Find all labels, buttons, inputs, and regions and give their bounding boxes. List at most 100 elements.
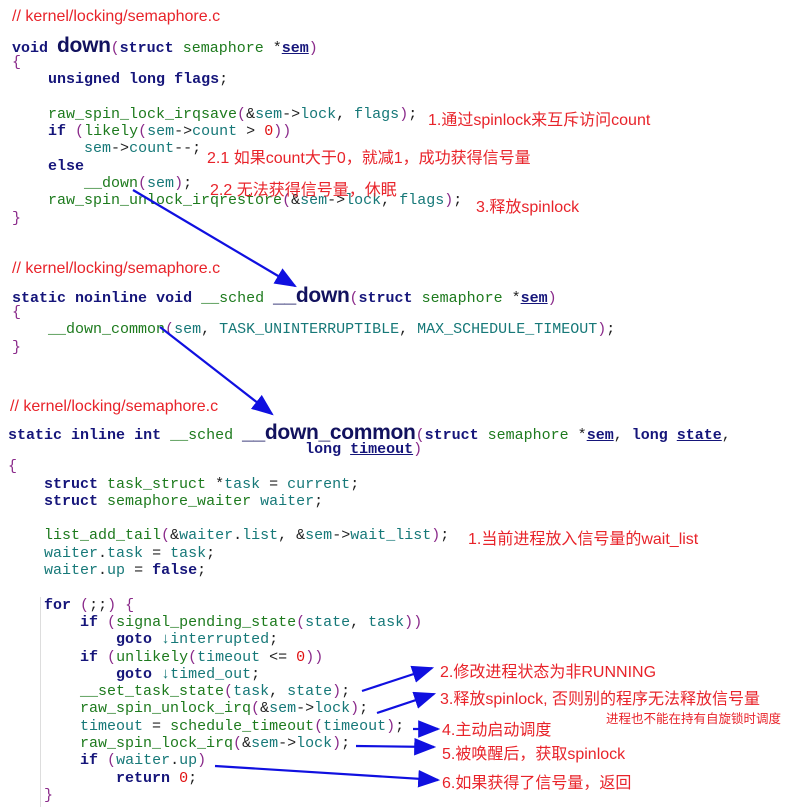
code-line: if (signal_pending_state(state, task)) — [8, 614, 731, 631]
code-token: , — [336, 105, 346, 123]
code-token: ; — [395, 717, 405, 735]
annotation: 6.如果获得了信号量，返回 — [442, 775, 632, 792]
code-token: waiter — [116, 752, 171, 770]
code-token: ; — [314, 492, 324, 510]
code-token: sem — [255, 105, 283, 123]
code-token: ( — [161, 527, 171, 545]
code-token: ) — [197, 752, 207, 770]
annotation: 3.释放spinlock, 否则别的程序无法释放信号量 — [440, 691, 761, 708]
code-line: timeout = schedule_timeout(timeout); — [8, 718, 731, 735]
code-token: ; — [606, 321, 616, 339]
code-token: semaphore — [421, 290, 503, 307]
code-token: wait_list — [350, 527, 432, 545]
code-token: ) — [314, 648, 324, 666]
code-token: & — [260, 700, 270, 718]
code-token: semaphore_waiter — [107, 492, 252, 510]
code-token: = — [152, 544, 162, 562]
code-token: { — [8, 458, 18, 476]
code-line: __set_task_state(task, state); — [8, 683, 731, 700]
code-token: & — [170, 527, 180, 545]
code-token: if — [80, 613, 99, 631]
code-token: ) — [308, 40, 318, 57]
code-token: = — [152, 717, 162, 735]
code-token: ) — [332, 683, 342, 701]
code-block-down: void down(struct semaphore *sem){ unsign… — [12, 34, 462, 227]
code-token: ) — [404, 613, 414, 631]
code-token: * — [272, 40, 282, 57]
code-token: sem — [269, 700, 297, 718]
code-token: list — [242, 527, 279, 545]
code-token: ) — [413, 613, 423, 631]
code-token: flags — [354, 105, 400, 123]
code-token: ) — [282, 123, 292, 141]
code-line: raw_spin_lock_irq(&sem->lock); — [8, 735, 731, 752]
function-name: __down — [273, 284, 350, 307]
code-token: ( — [107, 613, 117, 631]
code-token: - — [174, 123, 184, 141]
code-token: __sched — [170, 427, 234, 444]
code-token: , — [278, 527, 288, 545]
code-token: timeout — [197, 648, 261, 666]
code-token: MAX_SCHEDULE_TIMEOUT — [417, 321, 598, 339]
code-token: ; — [197, 562, 207, 580]
function-name: down — [57, 34, 111, 57]
code-token: - — [111, 140, 121, 158]
code-block-__down_common: static inline int __sched __down_common(… — [8, 421, 731, 804]
code-token: ; — [453, 192, 463, 210]
code-token: ) — [174, 175, 184, 193]
code-token: ( — [224, 683, 234, 701]
annotation: 2.2 无法获得信号量，休眠 — [210, 182, 397, 199]
code-token: ( — [233, 735, 243, 753]
code-token: lock — [296, 735, 333, 753]
code-token: long — [129, 71, 166, 89]
code-token: ) — [547, 290, 557, 307]
code-token: waiter — [179, 527, 234, 545]
code-token: > — [120, 140, 130, 158]
code-token: ( — [75, 123, 85, 141]
code-token: ) — [386, 717, 396, 735]
code-token: state — [305, 613, 351, 631]
code-token: task — [224, 475, 261, 493]
code-token: struct — [358, 290, 413, 307]
code-line: struct semaphore_waiter waiter; — [8, 493, 731, 510]
code-token: = — [134, 562, 144, 580]
code-token: > — [183, 123, 193, 141]
code-line: } — [8, 787, 731, 804]
code-token: ( — [314, 717, 324, 735]
code-token: - — [278, 735, 288, 753]
code-token: * — [511, 290, 521, 307]
code-token: ; — [219, 71, 229, 89]
code-token: ( — [251, 700, 261, 718]
code-token: sem — [586, 427, 614, 444]
annotation: 2.1 如果count大于0，就减1，成功获得信号量 — [207, 150, 531, 167]
code-token: ; — [206, 544, 216, 562]
code-token: 0 — [264, 123, 274, 141]
code-token: = — [269, 475, 279, 493]
code-line: goto ↓timed_out; — [8, 666, 731, 683]
code-token: sem — [84, 140, 112, 158]
code-token: ( — [237, 105, 247, 123]
code-token: ; — [98, 596, 108, 614]
arrow — [132, 189, 297, 288]
code-token: { — [12, 304, 22, 321]
code-token: likely — [84, 123, 139, 141]
code-token: . — [98, 544, 108, 562]
code-token: sem — [251, 735, 279, 753]
code-token: false — [152, 562, 198, 580]
code-token: - — [332, 527, 342, 545]
code-token: , — [399, 321, 409, 339]
code-token: sem — [147, 175, 175, 193]
code-token: lock — [314, 700, 351, 718]
code-line: goto ↓interrupted; — [8, 631, 731, 648]
code-line: if (likely(sem->count > 0)) — [12, 123, 462, 140]
code-token: ) — [399, 105, 409, 123]
code-token: , — [381, 192, 391, 210]
code-token: } — [44, 786, 54, 804]
code-token: semaphore — [182, 40, 264, 57]
code-token: ) — [107, 596, 117, 614]
code-token: up — [107, 562, 126, 580]
code-token: raw_spin_lock_irqsave — [48, 105, 238, 123]
code-token: count — [192, 123, 238, 141]
code-token: > — [305, 700, 315, 718]
code-token: noinline — [75, 290, 148, 307]
